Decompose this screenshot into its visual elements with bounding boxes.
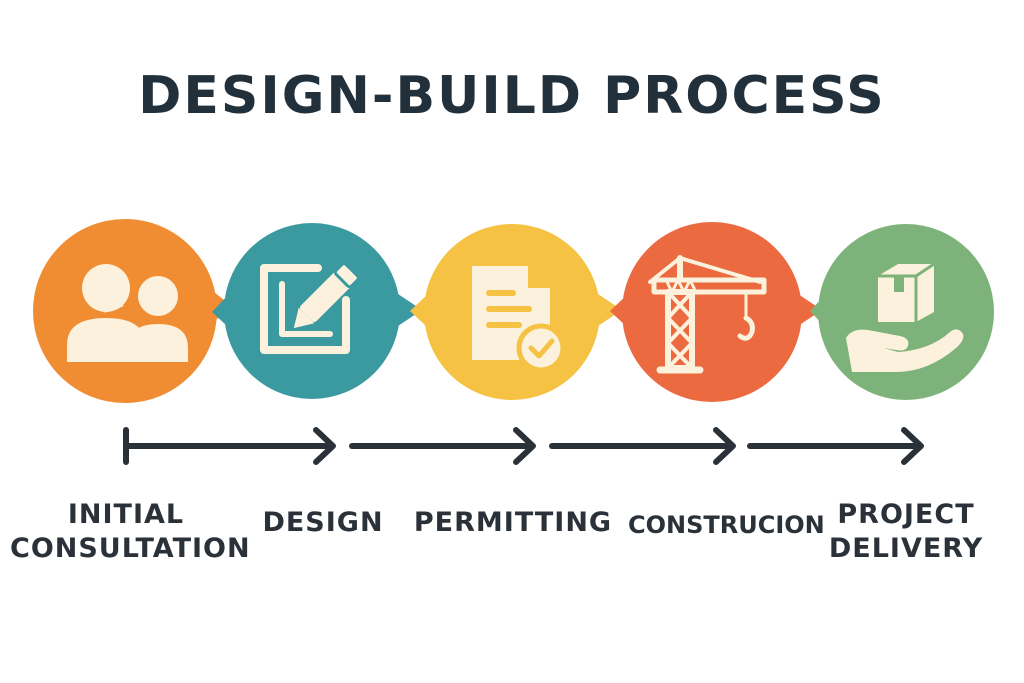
arrow-2 [349, 427, 536, 465]
step-4-circle [610, 222, 822, 402]
people-icon [67, 264, 188, 362]
arrow-3 [549, 427, 736, 465]
tower-crane-icon [648, 255, 767, 374]
step-label-permitting: PERMITTING [413, 507, 613, 538]
edit-pencil-icon [260, 262, 360, 354]
step-2-circle [212, 223, 422, 399]
step-3-circle [410, 224, 622, 400]
step-1-circle [33, 219, 234, 403]
arrow-4 [747, 427, 924, 465]
step-label-project-delivery: PROJECT DELIVERY [828, 499, 984, 564]
timeline-arrows [123, 427, 924, 465]
step-label-design: DESIGN [262, 507, 384, 538]
approved-document-icon [472, 266, 566, 373]
step-5-circle [810, 224, 994, 400]
arrow-1 [123, 427, 336, 465]
step-label-construcion: CONSTRUCION [628, 511, 825, 539]
step-label-initial-consultation: INITIAL CONSULTATION [10, 499, 251, 564]
page-title: DESIGN-BUILD PROCESS [138, 66, 886, 126]
hand-box-icon [846, 262, 964, 372]
